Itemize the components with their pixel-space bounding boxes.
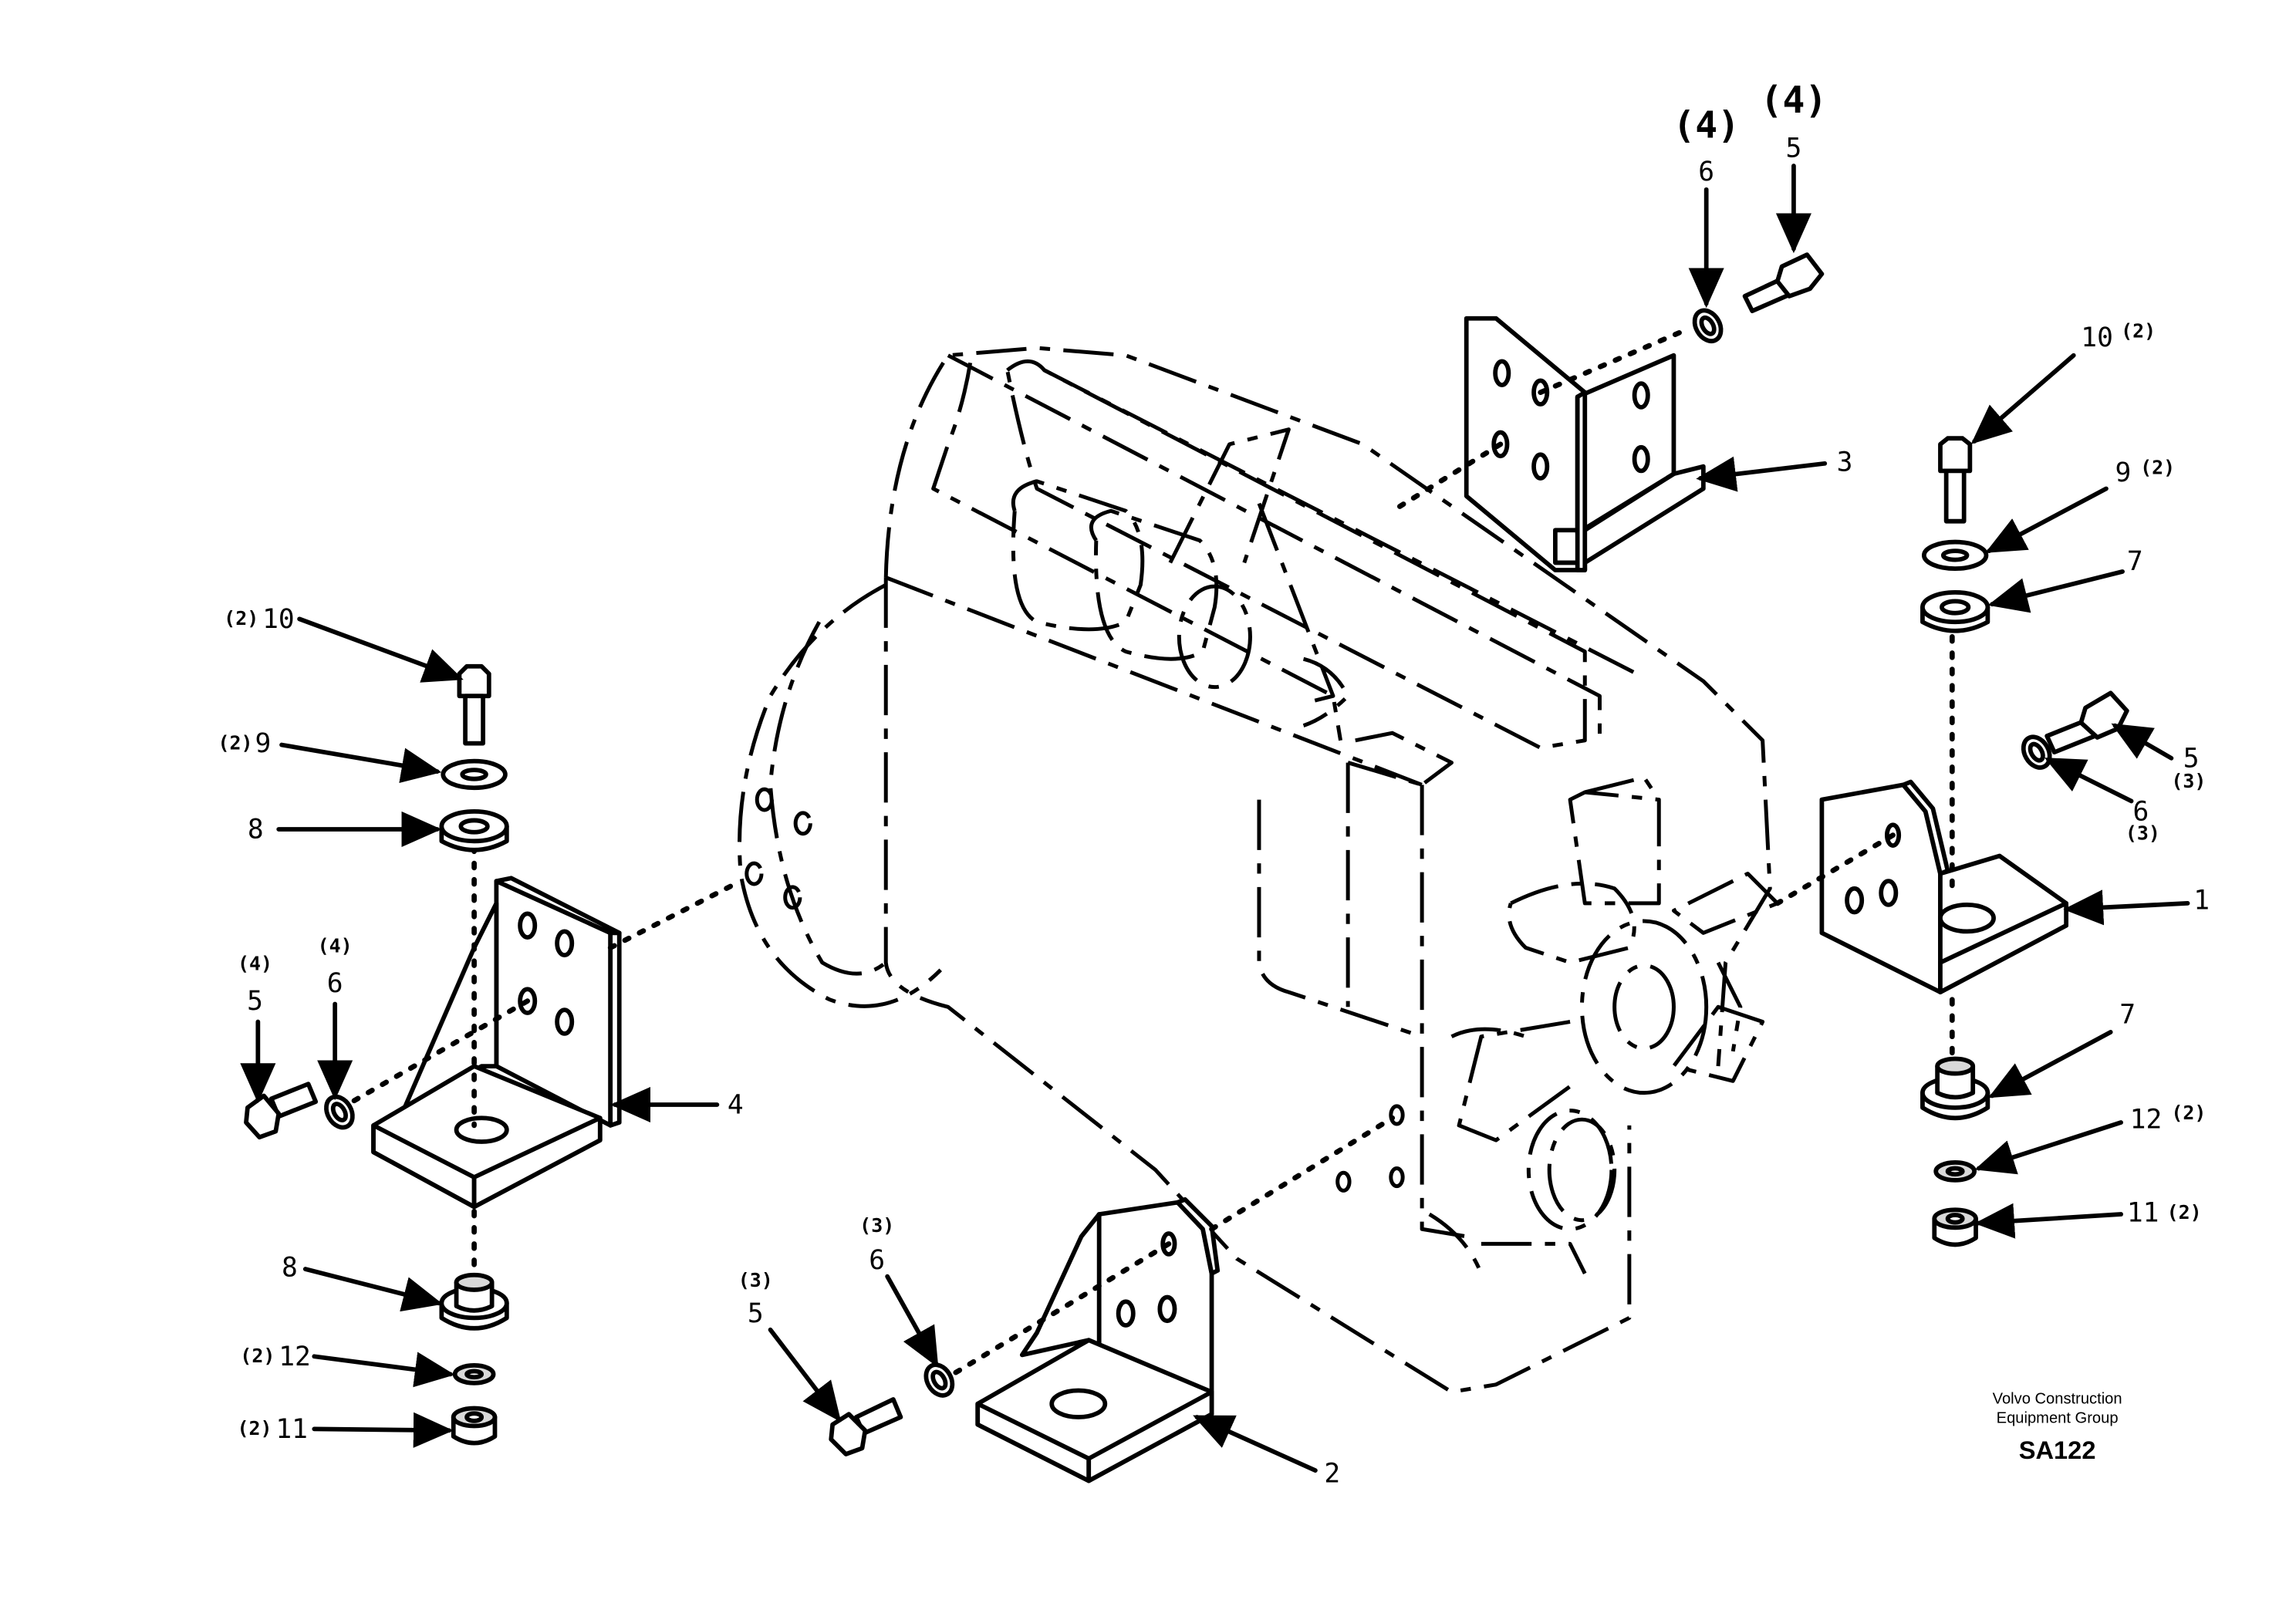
part-number-label: 4	[728, 1090, 744, 1121]
bracket-4	[371, 876, 622, 1210]
lock-washer-6-left	[324, 1094, 355, 1130]
lock-washer-6-right	[2021, 734, 2052, 770]
callout-labels: (4) 6 (4) 5 3 10 (2) 9 (2) 7 5 (3) 6 (3)…	[218, 79, 2210, 1490]
qty-label: (3)	[859, 1214, 894, 1237]
bolt-10-left	[457, 663, 491, 746]
bolt-5-bottom	[829, 1397, 903, 1456]
qty-label: (4)	[318, 934, 353, 957]
bolt-5-top	[1742, 252, 1825, 313]
spacer-7-upper-right	[1920, 589, 1990, 633]
lock-washer-6-top	[1692, 308, 1724, 344]
qty-label: (2)	[224, 607, 258, 629]
mount-7-lower-right	[1920, 1056, 1990, 1121]
qty-label: (3)	[2171, 770, 2206, 792]
washer-12-right	[1933, 1159, 1977, 1183]
spacer-8-upper-left	[439, 809, 509, 852]
qty-label: (2)	[240, 1345, 275, 1367]
bolt-10-right	[1938, 436, 1973, 524]
qty-label: (3)	[2125, 822, 2160, 844]
part-number-label: 12	[279, 1342, 311, 1372]
mount-8-lower-left	[439, 1272, 509, 1331]
title-block: Volvo Construction Equipment Group SA122	[1993, 1391, 2122, 1464]
washer-12-left	[452, 1362, 496, 1385]
washer-9-left	[441, 758, 508, 791]
qty-label: (4)	[1761, 79, 1828, 122]
lock-washer-6-bottom	[923, 1362, 955, 1398]
qty-label: (2)	[2171, 1102, 2206, 1124]
qty-label: (2)	[2167, 1201, 2202, 1223]
part-number-label: 5	[1786, 133, 1802, 164]
part-number-label: 2	[1324, 1458, 1340, 1489]
company-name-line-1: Volvo Construction	[1993, 1391, 2122, 1408]
part-number-label: 5	[748, 1298, 764, 1329]
part-number-label: 6	[2133, 796, 2149, 827]
part-number-label: 6	[869, 1245, 885, 1276]
qty-label: (3)	[738, 1269, 773, 1291]
part-number-label: 6	[1698, 157, 1714, 187]
bracket-2	[975, 1196, 1221, 1483]
qty-label: (2)	[2121, 320, 2156, 343]
engine-outline	[738, 346, 1780, 1394]
bracket-3	[1464, 316, 1706, 572]
nut-11-right	[1932, 1207, 1978, 1247]
part-number-label: 9	[255, 728, 272, 759]
part-number-label: 10	[2081, 322, 2113, 353]
part-number-label: 11	[2127, 1198, 2159, 1229]
qty-label: (4)	[238, 952, 272, 974]
part-number-label: 9	[2115, 457, 2131, 488]
nut-11-left	[451, 1406, 498, 1446]
part-number-label: 8	[248, 814, 264, 845]
part-number-label: 6	[327, 968, 343, 999]
qty-label: (2)	[218, 731, 253, 754]
qty-label: (2)	[237, 1417, 272, 1439]
part-number-label: 1	[2193, 886, 2210, 916]
company-name-line-2: Equipment Group	[1997, 1410, 2119, 1427]
qty-label: (2)	[2140, 456, 2175, 478]
leader-lines	[240, 164, 2190, 1473]
washer-9-right	[1921, 539, 1989, 571]
part-number-label: 5	[247, 986, 263, 1017]
part-number-label: 5	[2183, 743, 2200, 774]
part-number-label: 3	[1837, 447, 1853, 478]
part-number-label: 10	[262, 604, 295, 635]
qty-label: (4)	[1673, 104, 1740, 147]
bracket-1	[1819, 779, 2069, 994]
part-number-label: 7	[2127, 546, 2143, 577]
part-number-label: 11	[275, 1414, 308, 1445]
drawing-code: SA122	[2019, 1436, 2096, 1464]
bolt-5-right	[2044, 690, 2129, 755]
part-number-label: 7	[2119, 999, 2136, 1030]
part-number-label: 8	[282, 1253, 298, 1284]
part-number-label: 12	[2130, 1105, 2163, 1136]
